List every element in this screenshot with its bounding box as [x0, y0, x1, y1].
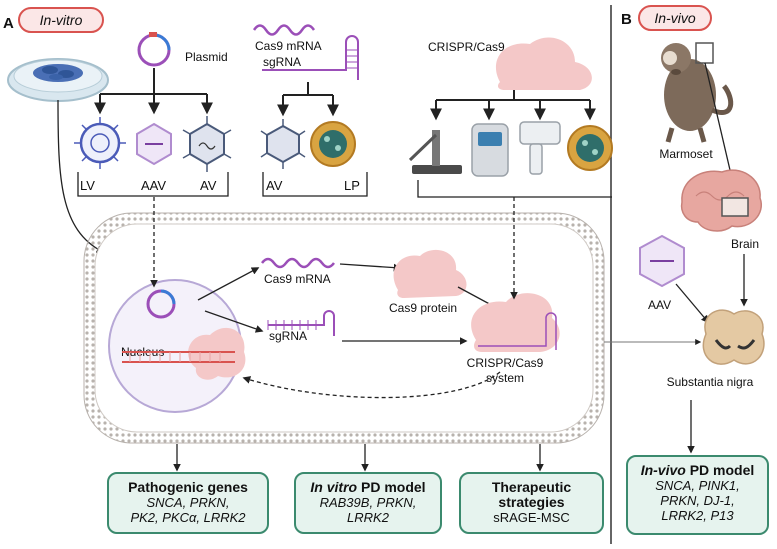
in-vitro-label: In-vitro	[40, 12, 83, 28]
invivo-title-italic: In-vivo	[640, 462, 686, 478]
invivo-pd-model-title: In-vivo PD model	[628, 463, 767, 478]
electroporator-icon	[471, 123, 509, 177]
crispr-system-label-1: CRISPR/Cas9	[467, 356, 544, 370]
lipid-particle-icon	[310, 121, 356, 167]
pathogenic-genes-line-2: PK2, PKCα, LRRK2	[130, 510, 246, 525]
panel-b-letter: B	[621, 11, 632, 28]
aav-invivo-icon	[639, 234, 685, 288]
nucleus-to-sgrna-arrow	[204, 310, 264, 333]
vector-bracket	[77, 172, 229, 197]
crispr-system-sgrna	[478, 312, 557, 350]
plasmid-nucleus-icon	[146, 289, 176, 319]
plasmid-label: Plasmid	[185, 50, 228, 64]
sgrna-cell-label: sgRNA	[269, 329, 307, 343]
invivo-pd-model-box: In-vivo PD model SNCA, PINK1, PRKN, DJ-1…	[626, 455, 769, 535]
aav-invivo-label: AAV	[648, 298, 671, 312]
cas9-protein-label: Cas9 protein	[389, 301, 457, 315]
invivo-line-1: SNCA, PINK1,	[655, 478, 740, 493]
panel-a-letter: A	[3, 15, 14, 32]
cas9-mrna-wave-cell	[261, 257, 335, 269]
marmoset-label: Marmoset	[659, 147, 713, 161]
invitro-title-rest: PD model	[357, 479, 426, 495]
pathogenic-genes-line-1: SNCA, PRKN,	[146, 495, 230, 510]
marmoset-icon	[661, 42, 734, 143]
dna-double-strand-icon	[122, 351, 235, 363]
av-icon-mrna	[260, 119, 306, 169]
therapeutic-line-3: sRAGE-MSC	[493, 510, 570, 525]
sgrna-top-label: sgRNA	[263, 55, 301, 69]
invitro-line-1: RAB39B, PRKN,	[319, 495, 417, 510]
pathogenic-genes-box: Pathogenic genes SNCA, PRKN, PK2, PKCα, …	[107, 472, 269, 534]
crispr-delivery-bracket	[417, 180, 612, 198]
gene-gun-icon	[519, 121, 561, 175]
invitro-title-italic: In vitro	[310, 479, 358, 495]
nucleus-to-mrna-arrow	[197, 267, 260, 301]
mrna-to-protein-arrow	[339, 263, 402, 272]
plasmid-branch-lines	[94, 68, 213, 115]
aav-to-substantia-arrow	[675, 283, 710, 324]
in-vivo-label: In-vivo	[654, 10, 695, 26]
plasmid-icon	[137, 32, 171, 67]
mrna-label-av: AV	[266, 178, 283, 193]
vector-label-aav: AAV	[141, 178, 166, 193]
microinjection-icon	[408, 130, 462, 174]
adenovirus-icon	[182, 116, 232, 172]
brain-label: Brain	[731, 237, 759, 251]
invitro-line-2: LRRK2	[347, 510, 389, 525]
vector-label-av: AV	[200, 178, 217, 193]
crispr-top-label: CRISPR/Cas9	[428, 40, 505, 54]
cas9-mrna-top-label: Cas9 mRNA	[255, 39, 322, 53]
invivo-line-2: PRKN, DJ-1,	[660, 493, 735, 508]
brain-icon	[680, 169, 763, 232]
pathogenic-genes-title: Pathogenic genes	[128, 479, 248, 495]
petri-dish-icon	[7, 58, 109, 102]
cas9-protein-cell-icon	[393, 249, 467, 298]
invivo-title-rest: PD model	[685, 462, 755, 478]
system-to-nucleus-arrow	[242, 371, 501, 399]
sgrna-cell-icon	[267, 310, 335, 336]
therapeutic-line-1: Therapeutic	[491, 479, 572, 495]
crispr-branch-lines	[430, 90, 596, 121]
sgrna-top-icon	[262, 35, 359, 80]
crispr-system-label-2: system	[486, 371, 524, 385]
substantia-nigra-label: Substantia nigra	[667, 375, 754, 389]
nanoparticle-icon	[567, 125, 613, 171]
substantia-nigra-icon	[702, 309, 765, 365]
in-vitro-badge	[18, 7, 104, 33]
mrna-vector-bracket	[262, 172, 368, 197]
therapeutic-line-2: strategies	[498, 494, 565, 510]
cas9-mrna-cell-label: Cas9 mRNA	[264, 272, 331, 286]
crispr-system-icon	[471, 293, 560, 352]
mrna-label-lp: LP	[344, 178, 360, 193]
cas9-mrna-wave-top	[252, 24, 316, 36]
vector-label-lv: LV	[80, 178, 95, 193]
invitro-pd-model-box: In vitro PD model RAB39B, PRKN, LRRK2	[294, 472, 442, 534]
in-vivo-badge	[638, 5, 712, 31]
lentivirus-icon	[74, 117, 126, 169]
therapeutic-strategies-box: Therapeutic strategies sRAGE-MSC	[459, 472, 604, 534]
aav-icon	[136, 122, 172, 166]
invitro-pd-model-title: In vitro PD model	[296, 480, 440, 495]
cas9-on-dna	[188, 327, 246, 380]
mrna-branch-lines	[277, 82, 339, 117]
invivo-line-3: LRRK2, P13	[661, 508, 734, 523]
cas9-protein-top-icon	[495, 37, 592, 90]
